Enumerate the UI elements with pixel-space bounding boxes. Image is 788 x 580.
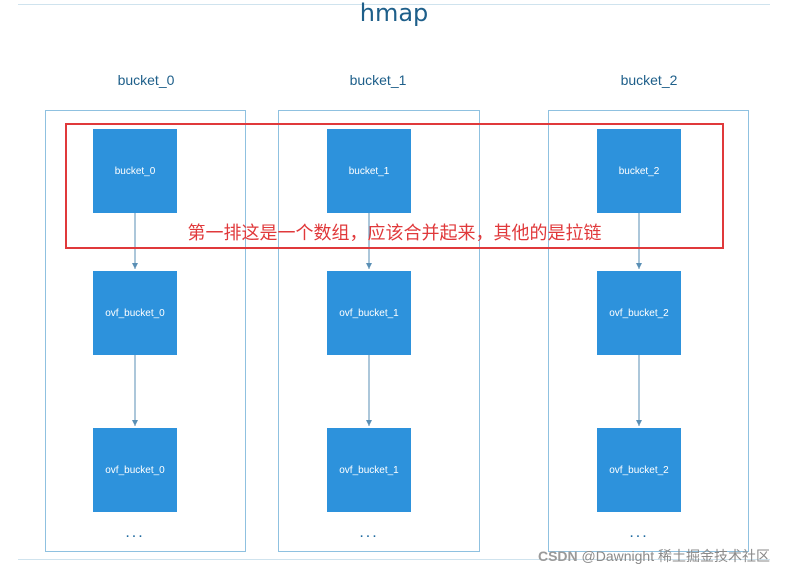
ellipsis-1: ... bbox=[359, 524, 379, 541]
highlight-rectangle bbox=[65, 123, 724, 249]
watermark-site: 稀土掘金技术社区 bbox=[658, 548, 770, 564]
overflow-bucket-box-1-2: ovf_bucket_1 bbox=[327, 428, 411, 512]
watermark-csdn: CSDN bbox=[537, 548, 578, 564]
watermark: CSDN @Dawnight 稀土掘金技术社区 bbox=[538, 546, 770, 566]
bucket-box-1: bucket_1 bbox=[327, 129, 411, 213]
overflow-bucket-box-1-1: ovf_bucket_1 bbox=[327, 271, 411, 355]
bucket-box-0: bucket_0 bbox=[93, 129, 177, 213]
column-frame-1 bbox=[278, 110, 480, 552]
overflow-bucket-box-0-2: ovf_bucket_0 bbox=[93, 428, 177, 512]
overflow-bucket-box-0-1: ovf_bucket_0 bbox=[93, 271, 177, 355]
ellipsis-2: ... bbox=[629, 524, 649, 541]
top-rule bbox=[18, 4, 770, 5]
column-frame-0 bbox=[45, 110, 246, 552]
diagram-title: hmap bbox=[359, 0, 429, 27]
bucket-box-2: bucket_2 bbox=[597, 129, 681, 213]
column-label-2: bucket_2 bbox=[620, 72, 678, 88]
watermark-handle: @Dawnight bbox=[581, 548, 655, 564]
column-label-0: bucket_0 bbox=[117, 72, 175, 88]
overflow-bucket-box-2-1: ovf_bucket_2 bbox=[597, 271, 681, 355]
annotation-text: 第一排这是一个数组，应该合并起来，其他的是拉链 bbox=[187, 223, 602, 244]
column-frame-2 bbox=[548, 110, 749, 552]
overflow-bucket-box-2-2: ovf_bucket_2 bbox=[597, 428, 681, 512]
column-label-1: bucket_1 bbox=[349, 72, 407, 88]
ellipsis-0: ... bbox=[125, 524, 145, 541]
bottom-rule bbox=[18, 559, 770, 560]
